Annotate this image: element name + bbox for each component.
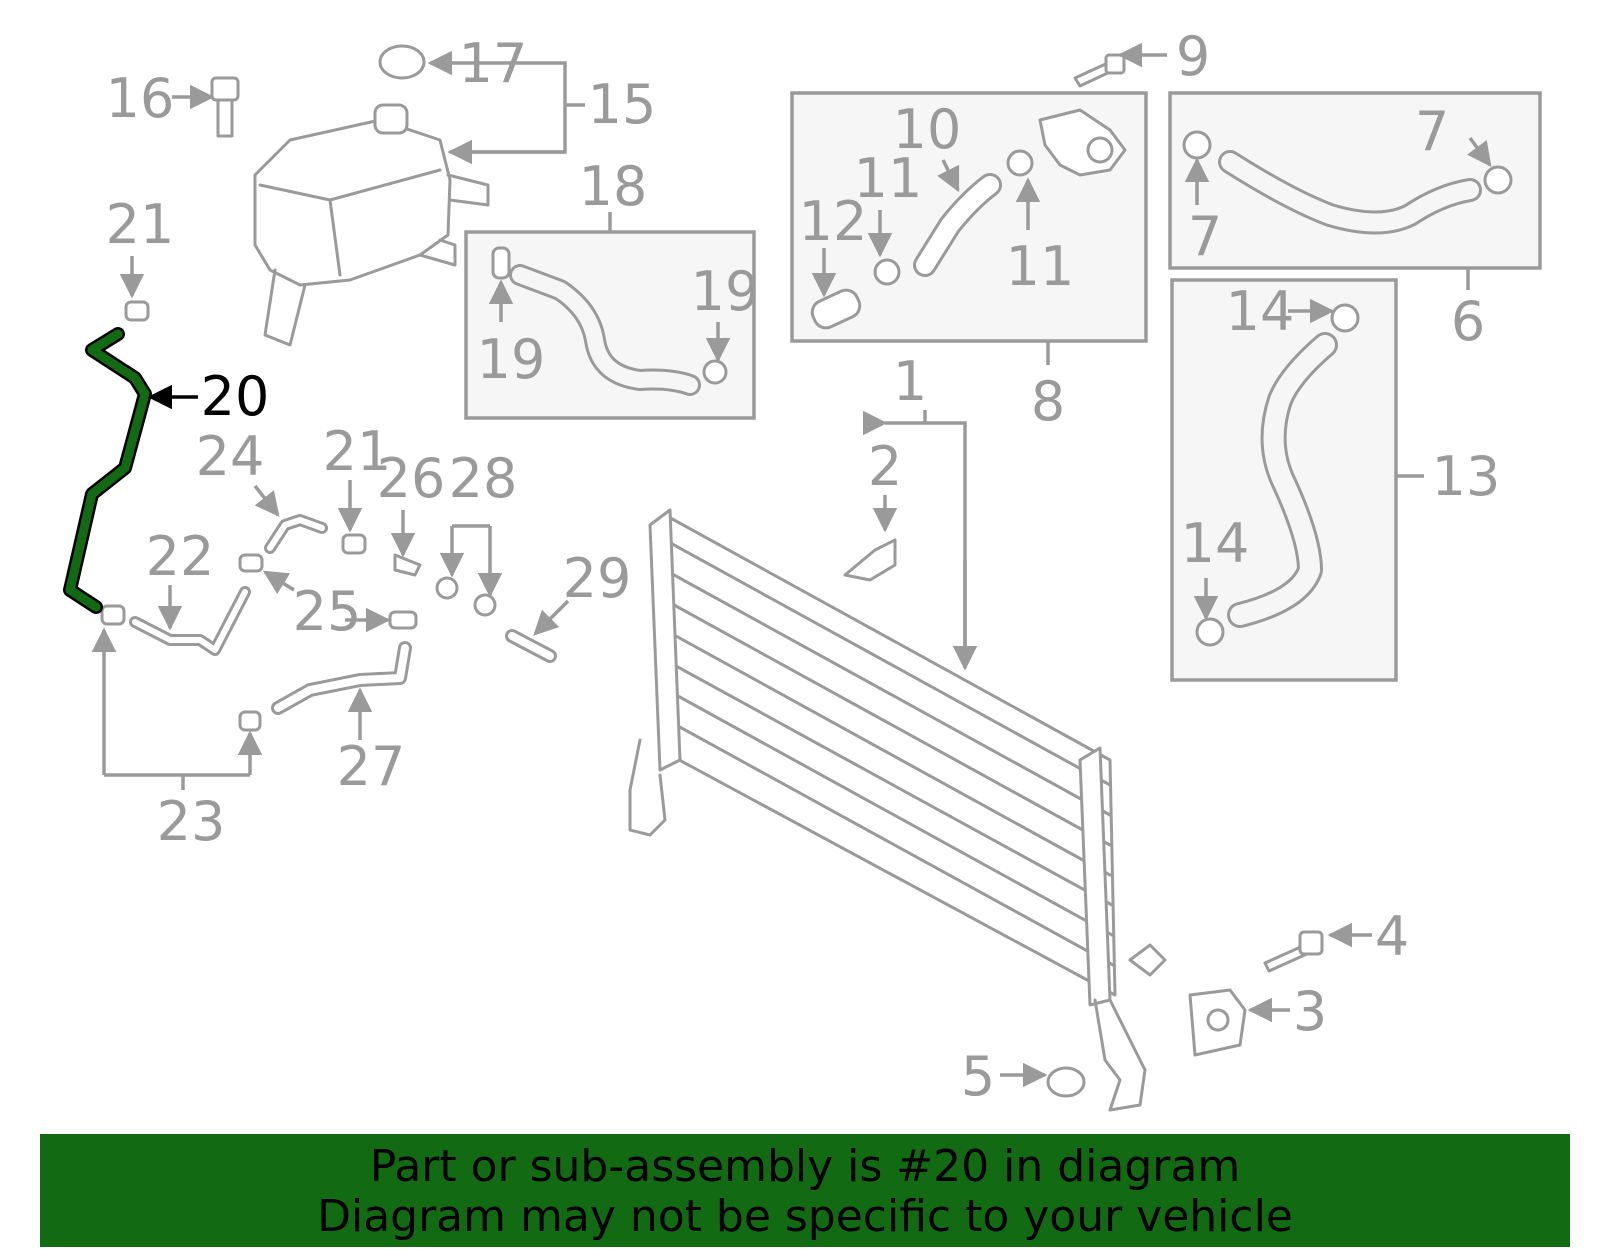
clamp-28-a[interactable] <box>435 576 459 600</box>
callout-18: 18 <box>579 155 648 218</box>
callout-2: 2 <box>868 435 902 498</box>
callout-22: 22 <box>146 525 215 588</box>
clamp-7-right[interactable] <box>1483 165 1513 195</box>
clamp-28-b[interactable] <box>473 593 497 617</box>
callout-3: 3 <box>1293 980 1327 1043</box>
bolt-4[interactable] <box>1263 930 1324 973</box>
callout-28: 28 <box>449 447 518 510</box>
callout-7-top: 7 <box>1415 100 1449 163</box>
callout-4: 4 <box>1375 905 1409 968</box>
callout-10: 10 <box>893 98 962 161</box>
callout-8: 8 <box>1031 370 1065 433</box>
clamp-14-bottom[interactable] <box>1195 617 1225 647</box>
callout-20-highlighted: 20 <box>201 365 270 428</box>
callout-16: 16 <box>106 67 175 130</box>
callout-26: 26 <box>377 447 446 510</box>
mount-3[interactable] <box>1188 988 1247 1057</box>
callout-15: 15 <box>588 73 657 136</box>
callout-19-right: 19 <box>691 260 760 323</box>
callout-23: 23 <box>157 790 226 853</box>
clamp-21-top[interactable] <box>124 300 150 322</box>
group-box-6 <box>1168 91 1542 270</box>
banner-line-part: Part or sub-assembly is #20 in diagram <box>369 1141 1241 1192</box>
bolt-16[interactable] <box>210 76 240 138</box>
clamp-23-bottom[interactable] <box>238 710 262 732</box>
callout-12: 12 <box>799 190 868 253</box>
clamp-21-mid[interactable] <box>341 533 367 555</box>
callout-6: 6 <box>1451 290 1485 353</box>
callout-11-right: 11 <box>1006 235 1075 298</box>
isolator-5[interactable] <box>1046 1066 1086 1098</box>
clamp-25-right[interactable] <box>388 610 418 630</box>
callout-29: 29 <box>563 547 632 610</box>
clamp-23-top[interactable] <box>100 604 126 626</box>
clamp-19-right[interactable] <box>702 359 728 385</box>
callout-19-left: 19 <box>477 328 546 391</box>
callout-25: 25 <box>293 580 362 643</box>
thermostat-housing[interactable] <box>1038 108 1127 177</box>
radiator[interactable] <box>628 508 1167 1112</box>
coolant-reservoir[interactable] <box>253 103 490 347</box>
callout-1: 1 <box>893 350 927 413</box>
clamp-11-b[interactable] <box>873 258 901 286</box>
clamp-19-left[interactable] <box>491 246 511 280</box>
callout-21-mid: 21 <box>323 420 392 483</box>
clamp-7-left[interactable] <box>1182 130 1212 160</box>
callout-14-top: 14 <box>1226 280 1295 343</box>
callout-11-left: 11 <box>854 147 923 210</box>
bracket-2[interactable] <box>843 538 897 582</box>
callout-17: 17 <box>459 32 528 95</box>
callout-27: 27 <box>337 735 406 798</box>
callout-24: 24 <box>196 425 265 488</box>
reservoir-cap[interactable] <box>378 44 426 80</box>
callout-13: 13 <box>1432 445 1501 508</box>
clamp-11-a[interactable] <box>1006 149 1034 177</box>
banner-line-disclaimer: Diagram may not be specific to your vehi… <box>317 1191 1293 1242</box>
info-banner: Part or sub-assembly is #20 in diagram D… <box>40 1134 1570 1247</box>
callout-21-top: 21 <box>106 193 175 256</box>
callout-5: 5 <box>961 1045 995 1108</box>
clamp-14-top[interactable] <box>1330 303 1360 333</box>
bolt-9[interactable] <box>1073 53 1126 88</box>
connector-26[interactable] <box>393 553 422 577</box>
clamp-25-left[interactable] <box>238 553 264 573</box>
callout-7-bottom: 7 <box>1188 205 1222 268</box>
callout-14-bottom: 14 <box>1181 512 1250 575</box>
group-box-18 <box>464 230 756 420</box>
callout-9: 9 <box>1176 25 1210 88</box>
